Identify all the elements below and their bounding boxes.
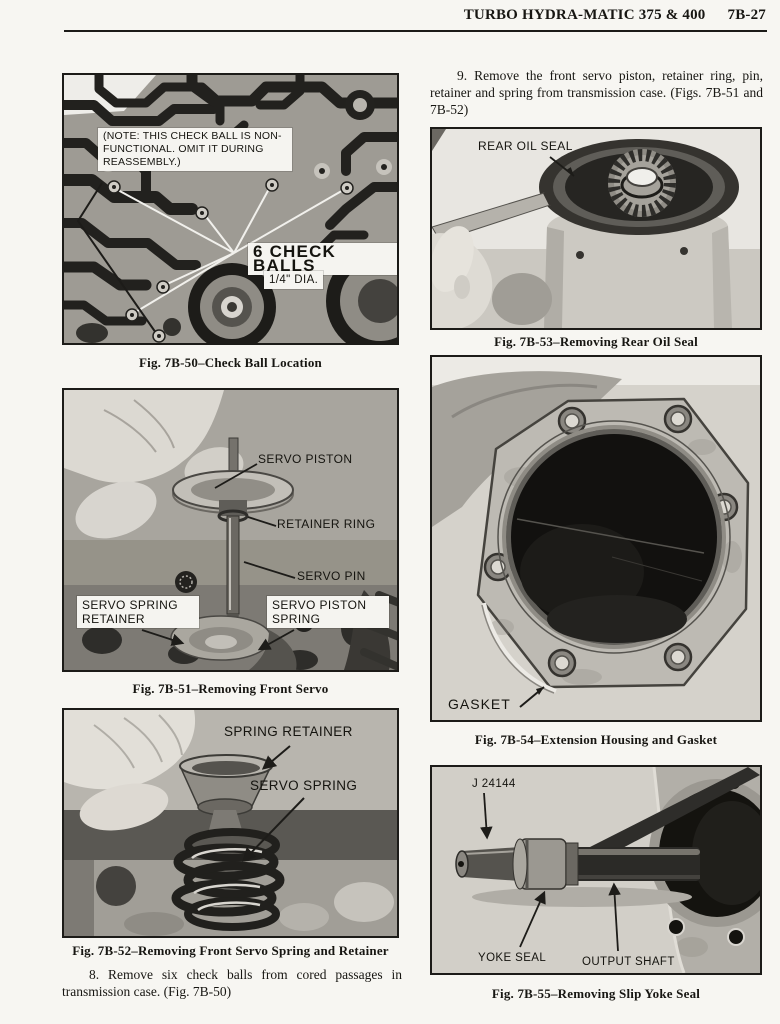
slip-yoke-seal-photo <box>432 767 760 973</box>
header-rule <box>64 30 767 32</box>
header-page-number: 7B-27 <box>727 7 766 23</box>
caption-fig-7b54: Fig. 7B-54–Extension Housing and Gasket <box>474 732 718 747</box>
header-title: TURBO HYDRA-MATIC 375 & 400 <box>463 7 706 23</box>
servo-spring-label: SERVO SPRING <box>250 778 358 793</box>
servo-spring-retainer-label: SERVO SPRING RETAINER <box>77 596 199 628</box>
yoke-seal-label: YOKE SEAL <box>478 952 547 964</box>
servo-piston-label: SERVO PISTON <box>258 452 353 466</box>
page-header: TURBO HYDRA-MATIC 375 & 400 7B-27 <box>464 7 766 24</box>
servo-pin-label: SERVO PIN <box>297 569 366 583</box>
figure-7b53: REAR OIL SEAL <box>430 127 762 330</box>
retainer-ring-label: RETAINER RING <box>277 517 376 531</box>
spring-retainer-label: SPRING RETAINER <box>224 724 353 739</box>
step-8-text: 8. Remove six check balls from cored pas… <box>62 967 402 999</box>
tool-number-label: J 24144 <box>472 778 516 790</box>
figure-7b55: J 24144 YOKE SEAL OUTPUT SHAFT <box>430 765 762 975</box>
servo-piston-spring-label: SERVO PISTON SPRING <box>267 596 389 628</box>
checkball-note-label: (NOTE: THIS CHECK BALL IS NON- FUNCTIONA… <box>98 128 292 171</box>
figure-7b51: SERVO PISTON RETAINER RING SERVO PIN SER… <box>62 388 399 672</box>
step-9-text: 9. Remove the front servo piston, retain… <box>430 68 763 117</box>
caption-fig-7b52: Fig. 7B-52–Removing Front Servo Spring a… <box>72 943 389 958</box>
output-shaft-label: OUTPUT SHAFT <box>582 956 675 968</box>
caption-fig-7b53: Fig. 7B-53–Removing Rear Oil Seal <box>494 334 698 349</box>
extension-housing-photo <box>432 357 760 720</box>
figure-7b54: GASKET <box>430 355 762 722</box>
caption-fig-7b51: Fig. 7B-51–Removing Front Servo <box>132 681 329 696</box>
valve-body-photo <box>64 75 397 343</box>
servo-spring-photo <box>64 710 397 936</box>
rear-oil-seal-photo <box>432 129 760 328</box>
rear-oil-seal-label: REAR OIL SEAL <box>478 139 573 153</box>
figure-7b52: SPRING RETAINER SERVO SPRING <box>62 708 399 938</box>
gasket-label: GASKET <box>448 696 511 712</box>
check-balls-label: 6 CHECK BALLS <box>248 243 397 275</box>
caption-fig-7b50: Fig. 7B-50–Check Ball Location <box>139 355 322 370</box>
check-balls-dia-label: 1/4" DIA. <box>264 271 324 289</box>
front-servo-photo <box>64 390 397 670</box>
figure-7b50: (NOTE: THIS CHECK BALL IS NON- FUNCTIONA… <box>62 73 399 345</box>
caption-fig-7b55: Fig. 7B-55–Removing Slip Yoke Seal <box>491 986 701 1001</box>
